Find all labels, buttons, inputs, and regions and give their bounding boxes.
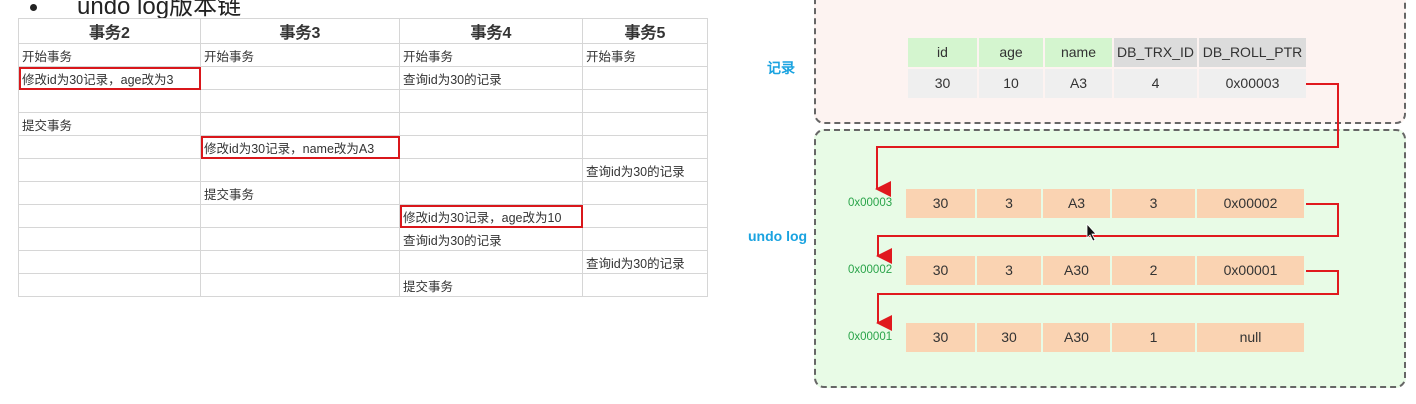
undo-cell: 1 [1112, 323, 1195, 352]
table-cell [399, 135, 583, 159]
table-cell [18, 273, 201, 297]
record-cell: 4 [1114, 69, 1197, 98]
table-cell [200, 250, 400, 274]
title-text: undo log版本链 [77, 0, 242, 20]
record-cell: 10 [979, 69, 1043, 98]
record-cell: A3 [1045, 69, 1112, 98]
table-cell: 开始事务 [200, 43, 400, 67]
table-cell [399, 89, 583, 113]
undo-cell: 0x00002 [1197, 189, 1304, 218]
undo-cell: A30 [1043, 323, 1110, 352]
table-cell [582, 66, 708, 90]
undo-cell: 30 [906, 189, 975, 218]
record-label: 记录 [767, 60, 795, 76]
column-header: 事务3 [200, 18, 400, 44]
table-cell [582, 273, 708, 297]
table-row: 提交事务 [18, 181, 708, 205]
undo-cell: A30 [1043, 256, 1110, 285]
table-cell: 提交事务 [399, 273, 583, 297]
column-header: 事务5 [582, 18, 708, 44]
record-column-header: age [979, 38, 1043, 67]
table-cell [200, 89, 400, 113]
undo-address: 0x00003 [848, 197, 893, 209]
record-cell: 0x00003 [1199, 69, 1306, 98]
pointer-arrow [875, 83, 1339, 197]
record-column-header: id [908, 38, 977, 67]
mouse-cursor-icon [1086, 222, 1097, 242]
undo-cell: 2 [1112, 256, 1195, 285]
table-cell [200, 66, 400, 90]
page-title: undo log版本链 [30, 0, 241, 21]
table-cell: 查询id为30的记录 [582, 158, 708, 182]
table-cell: 提交事务 [200, 181, 400, 205]
table-cell [200, 227, 400, 251]
undo-address: 0x00001 [848, 331, 893, 343]
record-column-header: DB_TRX_ID [1114, 38, 1197, 67]
undo-log-label: undo log [748, 228, 808, 244]
table-row: 提交事务 [18, 273, 708, 297]
undo-cell: 3 [977, 256, 1041, 285]
table-cell [18, 135, 201, 159]
undo-cell: 30 [906, 256, 975, 285]
table-cell [582, 204, 708, 228]
undo-cell: 3 [1112, 189, 1195, 218]
record-column-header: name [1045, 38, 1112, 67]
undo-cell: null [1197, 323, 1304, 352]
table-cell: 查询id为30的记录 [582, 250, 708, 274]
table-row: 查询id为30的记录 [18, 227, 708, 251]
table-cell: 开始事务 [18, 43, 201, 67]
table-row: 修改id为30记录，name改为A3 [18, 135, 708, 159]
table-cell [582, 112, 708, 136]
undo-cell: A3 [1043, 189, 1110, 218]
pointer-arrow [876, 203, 1339, 264]
table-cell [582, 181, 708, 205]
table-cell: 修改id为30记录，age改为10 [399, 204, 583, 228]
table-cell [582, 89, 708, 113]
record-cell: 30 [908, 69, 977, 98]
table-row [18, 89, 708, 113]
undo-cell: 3 [977, 189, 1041, 218]
table-row: 查询id为30的记录 [18, 158, 708, 182]
undo-address: 0x00002 [848, 264, 893, 276]
table-cell [200, 158, 400, 182]
table-row: 查询id为30的记录 [18, 250, 708, 274]
bullet-icon [30, 4, 37, 12]
table-cell [399, 158, 583, 182]
pointer-arrow [876, 270, 1339, 331]
record-column-header: DB_ROLL_PTR [1199, 38, 1306, 67]
table-cell [18, 250, 201, 274]
undo-cell: 30 [906, 323, 975, 352]
undo-cell: 0x00001 [1197, 256, 1304, 285]
undo-cell: 30 [977, 323, 1041, 352]
table-cell [200, 273, 400, 297]
column-header: 事务2 [18, 18, 201, 44]
table-cell [399, 250, 583, 274]
